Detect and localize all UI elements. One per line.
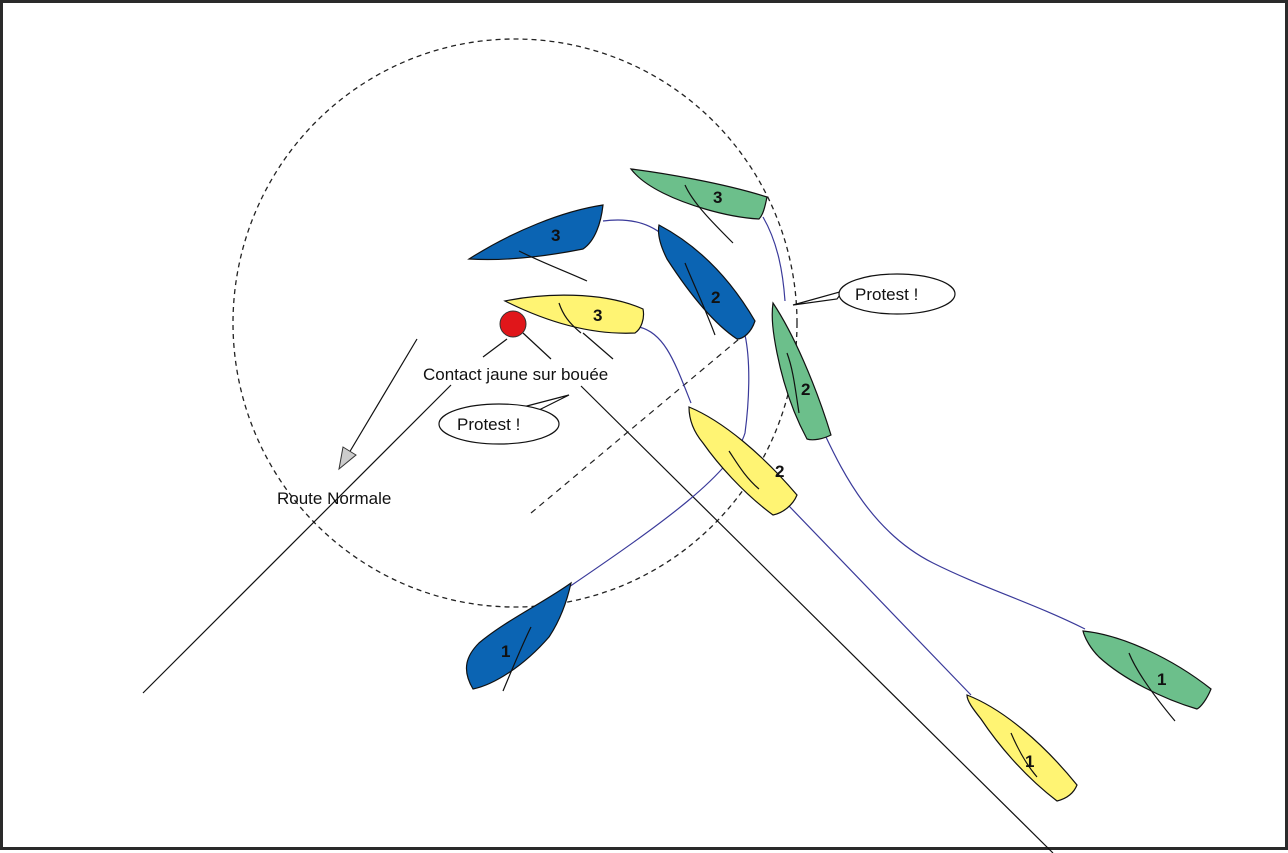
leader-line bbox=[482, 338, 508, 358]
boat-number: 1 bbox=[1025, 752, 1034, 771]
boat-number: 2 bbox=[711, 288, 720, 307]
layline-right bbox=[580, 385, 1054, 853]
leader-line bbox=[582, 332, 614, 360]
zone-circle bbox=[232, 38, 798, 608]
layline-left bbox=[142, 384, 452, 694]
hull bbox=[688, 406, 798, 516]
boat-number: 3 bbox=[713, 188, 722, 207]
boat-blue-1: 1 bbox=[465, 581, 572, 692]
hull bbox=[467, 204, 604, 261]
route-normale-label: Route Normale bbox=[277, 489, 391, 508]
buoy-icon bbox=[499, 310, 527, 338]
sail bbox=[558, 302, 582, 334]
sail bbox=[684, 184, 734, 244]
track-yellow bbox=[638, 326, 972, 696]
sail bbox=[1010, 732, 1038, 778]
protest-bubble-lower: Protest ! bbox=[438, 394, 570, 445]
sail bbox=[684, 262, 716, 336]
boat-number: 2 bbox=[801, 380, 810, 399]
hull bbox=[1082, 630, 1212, 710]
boat-number: 2 bbox=[775, 462, 784, 481]
route-arrow-shaft bbox=[348, 338, 418, 454]
hull bbox=[966, 694, 1078, 802]
boat-yellow-2: 2 bbox=[688, 406, 798, 516]
protest-bubble-upper: Protest ! bbox=[792, 273, 956, 315]
hull bbox=[657, 224, 756, 340]
arrow-icon bbox=[338, 446, 357, 471]
track-green bbox=[762, 216, 1086, 630]
boat-number: 1 bbox=[501, 642, 510, 661]
contact-label: Contact jaune sur bouée bbox=[423, 365, 608, 384]
boat-green-1: 1 bbox=[1082, 630, 1212, 722]
boat-blue-2: 2 bbox=[657, 224, 756, 340]
sail bbox=[728, 450, 760, 490]
sail bbox=[518, 250, 588, 282]
boat-blue-3: 3 bbox=[467, 204, 604, 282]
hull bbox=[629, 168, 768, 220]
boat-number: 3 bbox=[593, 306, 602, 325]
boat-number: 3 bbox=[551, 226, 560, 245]
sail bbox=[1128, 652, 1176, 722]
protest-label: Protest ! bbox=[855, 285, 918, 304]
boat-green-3: 3 bbox=[629, 168, 768, 244]
boat-green-2: 2 bbox=[771, 301, 832, 441]
boat-number: 1 bbox=[1157, 670, 1166, 689]
boat-yellow-1: 1 bbox=[966, 694, 1078, 802]
dashed-course-line bbox=[530, 328, 752, 514]
hull bbox=[771, 301, 832, 441]
hull bbox=[503, 294, 645, 334]
hull bbox=[465, 581, 572, 690]
racing-diagram: 3 2 1 3 2 1 3 2 1 bbox=[142, 38, 1212, 853]
boat-yellow-3: 3 bbox=[503, 294, 645, 334]
protest-label: Protest ! bbox=[457, 415, 520, 434]
sail bbox=[502, 626, 532, 692]
sail bbox=[786, 352, 800, 414]
leader-line bbox=[522, 332, 552, 360]
